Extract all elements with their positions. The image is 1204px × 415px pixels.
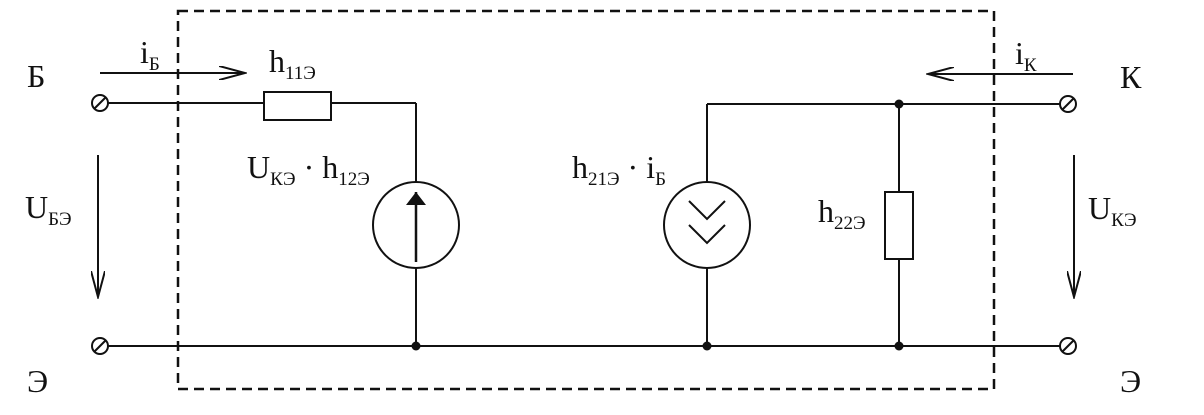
junction-dot <box>894 341 904 351</box>
base-current-label: iБ <box>140 34 160 75</box>
terminal-emitter-left-label: Э <box>27 363 48 399</box>
junction-dot <box>411 341 421 351</box>
h21-source-label: h21Э·iБ <box>572 149 666 190</box>
h22-label: h22Э <box>818 193 866 234</box>
collector-current-label: iК <box>1015 35 1037 76</box>
terminal-emitter-left <box>91 337 109 355</box>
terminal-emitter-right-label: Э <box>1120 363 1141 399</box>
output-voltage-label: UКЭ <box>1088 190 1137 231</box>
h11-label: h11Э <box>269 43 316 84</box>
wires <box>108 102 1060 347</box>
two-port-boundary <box>176 9 996 391</box>
h12-voltage-source <box>372 181 460 269</box>
junction-dot <box>702 341 712 351</box>
h22-resistor <box>884 191 914 260</box>
junction-dot <box>894 99 904 109</box>
terminal-collector <box>1059 95 1077 113</box>
terminal-emitter-right <box>1059 337 1077 355</box>
terminal-base-label: Б <box>27 58 45 94</box>
h11-resistor <box>263 91 332 121</box>
input-voltage-label: UБЭ <box>25 189 72 230</box>
h21-current-source <box>663 181 751 269</box>
h12-source-label: UКЭ·h12Э <box>247 149 370 190</box>
terminal-base <box>91 94 109 112</box>
terminal-collector-label: К <box>1120 59 1142 95</box>
